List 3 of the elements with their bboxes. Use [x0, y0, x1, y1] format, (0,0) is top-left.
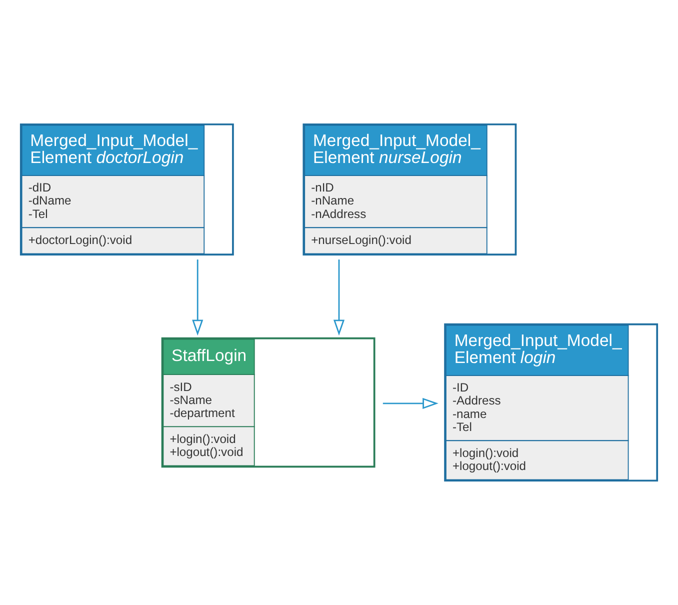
arrow — [382, 398, 438, 409]
arrow — [333, 260, 345, 336]
arrow — [192, 260, 204, 336]
